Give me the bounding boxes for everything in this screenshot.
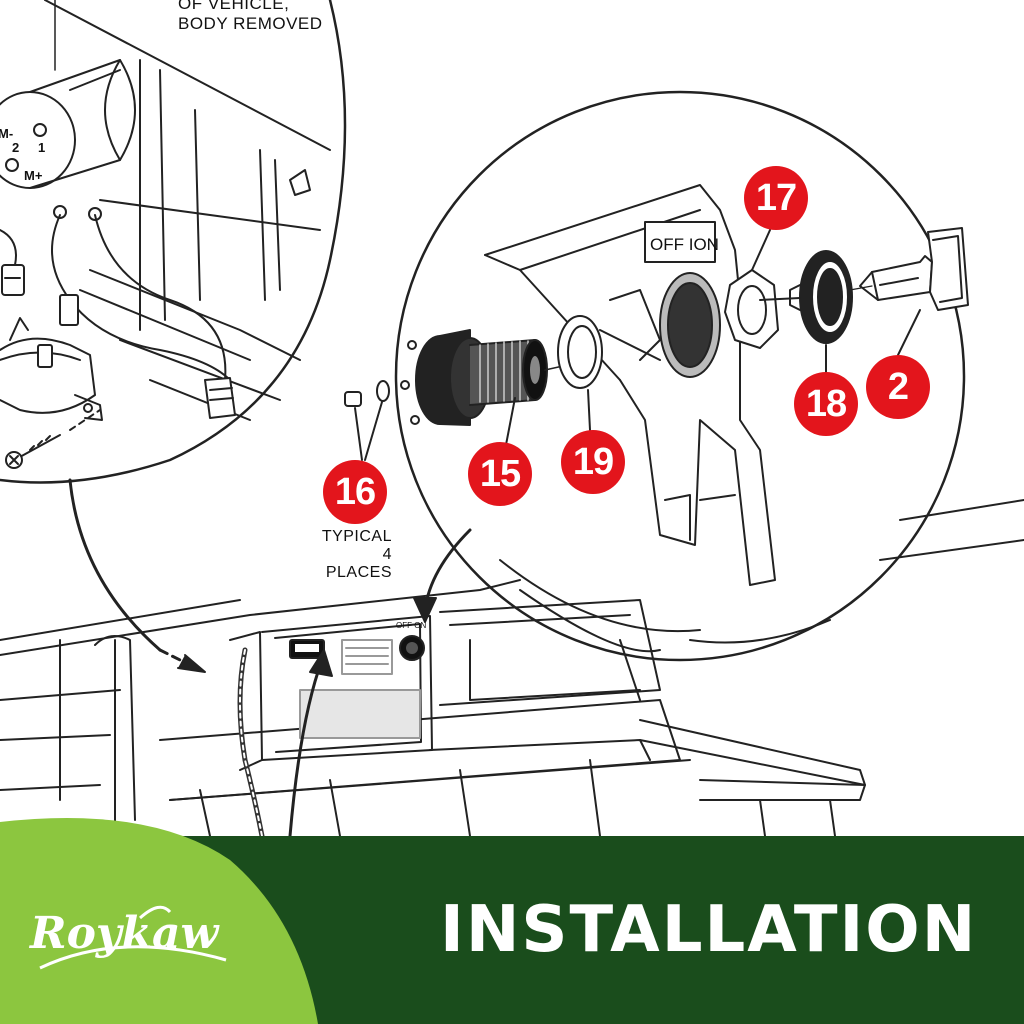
callout-2: 2 xyxy=(866,355,930,419)
motor-label-2: 2 xyxy=(12,140,19,155)
typical-note-line1: TYPICAL xyxy=(321,528,392,545)
header-note-line2: BODY REMOVED xyxy=(178,14,323,33)
brand-logo: Roykaw xyxy=(30,908,219,959)
switch-off-on-label: OFF ION xyxy=(650,235,719,254)
screw-washer-hardware xyxy=(344,380,390,461)
callout-16: 16 xyxy=(323,460,387,524)
panel-off-on-label: OFF ON xyxy=(396,621,426,630)
dashboard-frame-drawing xyxy=(0,499,1024,839)
right-detail-circle xyxy=(394,90,969,662)
callout-17: 17 xyxy=(744,166,808,230)
callout-19: 19 xyxy=(561,430,625,494)
motor-label-1: 1 xyxy=(38,140,45,155)
left-detail-circle xyxy=(0,0,347,484)
header-note-line1: OF VEHICLE, xyxy=(178,0,290,13)
banner-title: INSTALLATION xyxy=(440,893,978,967)
motor-label-m-minus: M- xyxy=(0,126,13,141)
callout-18: 18 xyxy=(794,372,858,436)
header-note: OF VEHICLE, BODY REMOVED xyxy=(178,0,323,34)
callout-15: 15 xyxy=(468,442,532,506)
typical-note-line2: 4 PLACES xyxy=(325,546,392,581)
typical-places-note: TYPICAL 4 PLACES xyxy=(316,528,392,582)
pointer-arrows xyxy=(68,478,472,838)
motor-label-m-plus: M+ xyxy=(24,168,43,183)
